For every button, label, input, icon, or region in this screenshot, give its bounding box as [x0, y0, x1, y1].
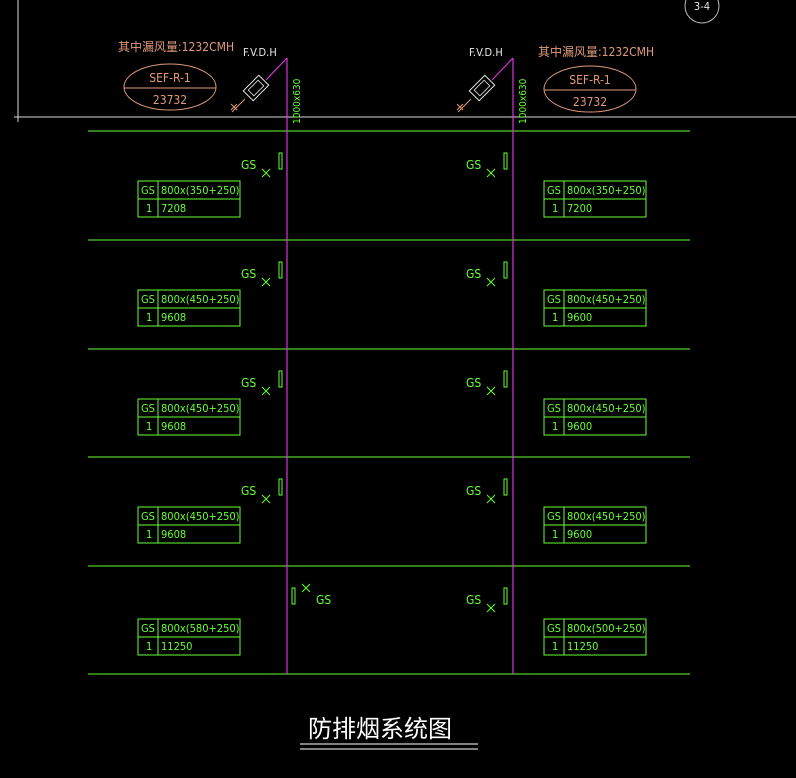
outlet-label: GS [466, 158, 481, 172]
table-spec: 800x(450+250) [567, 293, 646, 306]
table-qty: 1 [146, 202, 152, 215]
table-head: GS [547, 184, 561, 197]
outlet-label: GS [241, 376, 256, 390]
table-qty: 1 [146, 640, 152, 653]
table-head: GS [547, 622, 561, 635]
damper-label: F.V.D.H [469, 46, 503, 59]
outlet-spec-table: GS 800x(350+250) 1 7200 [543, 180, 647, 218]
outlet-label: GS [466, 376, 481, 390]
fan-name: SEF-R-1 [149, 71, 191, 85]
smoke-outlet-icon: GS [241, 152, 283, 178]
leak-flow-label: 其中漏风量:1232CMH [538, 44, 654, 59]
table-flow: 9608 [161, 311, 186, 324]
table-qty: 1 [552, 640, 558, 653]
outlet-spec-table: GS 800x(450+250) 1 9608 [137, 398, 241, 436]
table-head: GS [141, 510, 155, 523]
outlet-label: GS [241, 267, 256, 281]
outlet-spec-table: GS 800x(580+250) 1 11250 [137, 618, 241, 656]
table-spec: 800x(450+250) [161, 293, 240, 306]
table-qty: 1 [552, 420, 558, 433]
smoke-outlet-icon: GS [466, 370, 508, 396]
table-spec: 800x(350+250) [567, 184, 646, 197]
table-spec: 800x(580+250) [161, 622, 240, 635]
table-head: GS [141, 622, 155, 635]
table-head: GS [547, 293, 561, 306]
smoke-outlet-icon: GS [291, 583, 331, 607]
table-flow: 7208 [161, 202, 186, 215]
table-spec: 800x(450+250) [567, 402, 646, 415]
smoke-outlet-icon: GS [241, 478, 283, 504]
svg-text:3-4: 3-4 [694, 0, 710, 13]
table-head: GS [141, 402, 155, 415]
damper-label: F.V.D.H [243, 46, 277, 59]
smoke-outlet-icon: GS [466, 152, 508, 178]
table-spec: 800x(450+250) [161, 402, 240, 415]
outlet-label: GS [316, 593, 331, 607]
leak-flow-label: 其中漏风量:1232CMH [118, 39, 234, 54]
fan-name: SEF-R-1 [569, 73, 611, 87]
fire-damper-icon [468, 74, 496, 102]
fan-left: 其中漏风量:1232CMH SEF-R-1 23732 F.V.D.H 1000… [118, 39, 303, 124]
fire-damper-icon [242, 74, 270, 102]
outlet-spec-table: GS 800x(450+250) 1 9608 [137, 506, 241, 544]
table-spec: 800x(500+250) [567, 622, 646, 635]
roof-outline [14, 0, 796, 122]
table-head: GS [141, 184, 155, 197]
fan-flow: 23732 [573, 95, 607, 109]
fan-flow: 23732 [153, 93, 187, 107]
outlet-spec-table: GS 800x(450+250) 1 9600 [543, 289, 647, 327]
diagram-title: 防排烟系统图 [300, 715, 478, 750]
table-spec: 800x(450+250) [161, 510, 240, 523]
smoke-outlet-icon: GS [241, 261, 283, 287]
table-qty: 1 [552, 202, 558, 215]
smoke-outlet-icon: GS [241, 370, 283, 396]
smoke-outlet-icon: GS [466, 478, 508, 504]
outlet-label: GS [241, 158, 256, 172]
table-flow: 9608 [161, 420, 186, 433]
table-qty: 1 [146, 528, 152, 541]
floor-lines [88, 130, 690, 675]
table-spec: 800x(450+250) [567, 510, 646, 523]
smoke-outlet-icon: GS [466, 587, 508, 613]
outlet-label: GS [466, 593, 481, 607]
outlet-label: GS [241, 484, 256, 498]
table-qty: 1 [146, 420, 152, 433]
table-head: GS [547, 510, 561, 523]
outlet-label: GS [466, 267, 481, 281]
outlet-spec-table: GS 800x(450+250) 1 9608 [137, 289, 241, 327]
fan-right: 其中漏风量:1232CMH SEF-R-1 23732 F.V.D.H 1000… [456, 44, 654, 124]
table-head: GS [547, 402, 561, 415]
table-flow: 11250 [161, 640, 192, 653]
table-flow: 9600 [567, 311, 592, 324]
table-flow: 9600 [567, 528, 592, 541]
floor-row-5: GS GS GS 800x(580+250) 1 11250 GS 800x(500+250)… [137, 583, 647, 656]
table-head: GS [141, 293, 155, 306]
table-flow: 9608 [161, 528, 186, 541]
smoke-outlet-icon: GS [466, 261, 508, 287]
grid-axis-bubble: 3-4 [684, 0, 720, 24]
outlet-spec-table: GS 800x(450+250) 1 9600 [543, 506, 647, 544]
outlet-label: GS [466, 484, 481, 498]
title-text: 防排烟系统图 [308, 715, 452, 743]
outlet-spec-table: GS 800x(350+250) 1 7208 [137, 180, 241, 218]
table-flow: 11250 [567, 640, 598, 653]
table-spec: 800x(350+250) [161, 184, 240, 197]
table-qty: 1 [146, 311, 152, 324]
table-flow: 9600 [567, 420, 592, 433]
table-qty: 1 [552, 528, 558, 541]
duct-size-label: 1000x630 [292, 78, 303, 124]
outlet-spec-table: GS 800x(500+250) 1 11250 [543, 618, 647, 656]
smoke-risers [265, 57, 514, 674]
table-flow: 7200 [567, 202, 592, 215]
duct-size-label: 1000x630 [518, 78, 529, 124]
outlet-spec-table: GS 800x(450+250) 1 9600 [543, 398, 647, 436]
table-qty: 1 [552, 311, 558, 324]
